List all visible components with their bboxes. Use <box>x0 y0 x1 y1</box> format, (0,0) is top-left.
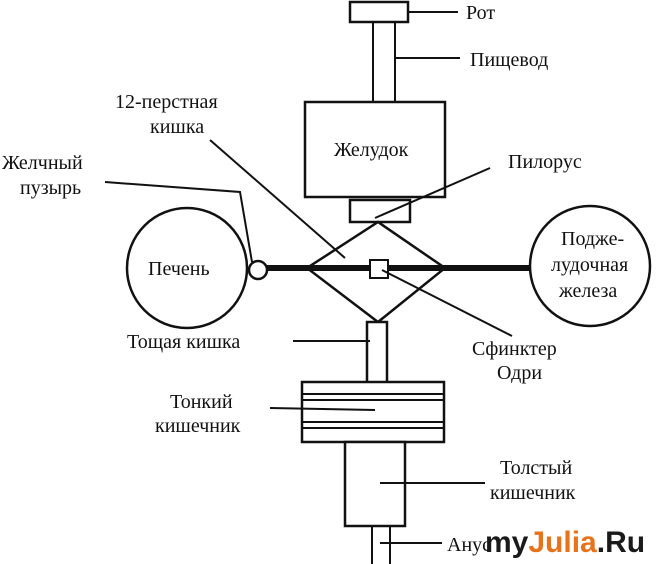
label-liver: Печень <box>148 258 210 280</box>
leader-duodenum <box>209 139 346 259</box>
label-duodenum-line2: кишка <box>150 116 204 138</box>
label-pancreas-line3: железа <box>558 280 617 302</box>
leader-oddi <box>381 269 513 337</box>
watermark-part-my: my <box>485 526 529 559</box>
label-stomach: Желудок <box>334 139 409 161</box>
label-mouth: Рот <box>466 2 495 24</box>
watermark-part-julia: Julia <box>528 526 597 559</box>
small-intestine-block <box>300 380 446 444</box>
gallbladder-circle <box>247 259 269 281</box>
pancreas-circle <box>528 204 652 328</box>
label-large-intestine-line1: Толстый <box>500 457 572 479</box>
label-pylorus: Пилорус <box>508 151 582 173</box>
leader-gallbladder <box>104 181 253 263</box>
label-pancreas-line1: Подже- <box>561 228 624 250</box>
label-oddi-line1: Сфинктер <box>472 338 557 360</box>
label-jejunum: Тощая кишка <box>127 331 240 353</box>
pylorus-block <box>348 198 412 224</box>
anus-tube <box>371 526 391 564</box>
esophagus-tube <box>372 22 396 102</box>
label-gallbladder-line2: пузырь <box>20 177 81 199</box>
liver-circle <box>125 206 249 330</box>
watermark: myJulia.Ru <box>485 526 645 559</box>
leader-small-intestine <box>269 407 376 411</box>
label-oddi-line2: Одри <box>497 362 542 384</box>
jejunum-tube <box>365 320 389 386</box>
label-esophagus: Пищевод <box>470 49 548 71</box>
label-anus: Анус <box>447 534 491 556</box>
label-gallbladder-line1: Желчный <box>2 152 83 174</box>
leader-lines <box>104 11 513 544</box>
label-duodenum-line1: 12-перстная <box>115 91 218 113</box>
sphincter-oddi-box <box>369 259 389 279</box>
watermark-part-ru: .Ru <box>597 526 645 559</box>
label-large-intestine-line2: кишечник <box>490 482 576 504</box>
mouth-block <box>348 0 410 24</box>
label-small-intestine-line1: Тонкий <box>170 391 233 413</box>
label-small-intestine-line2: кишечник <box>155 415 241 437</box>
label-pancreas-line2: лудочная <box>551 254 628 276</box>
stomach-block <box>303 100 447 199</box>
leader-pylorus <box>374 167 491 219</box>
